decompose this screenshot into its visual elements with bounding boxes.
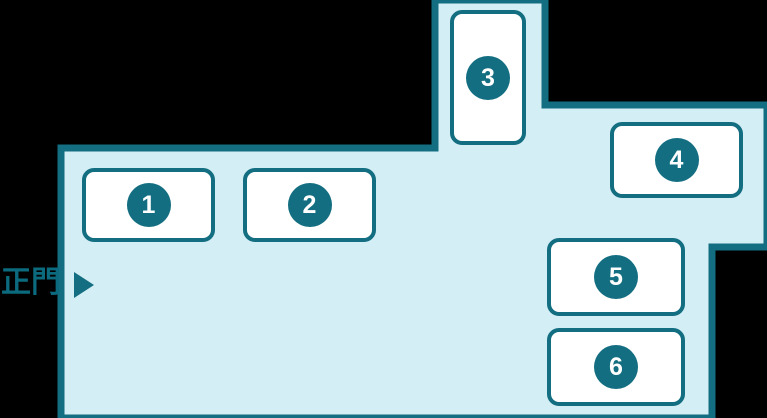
main-gate-label: 正門 bbox=[1, 266, 61, 299]
room-box-5[interactable]: 5 bbox=[547, 238, 685, 316]
room-box-1[interactable]: 1 bbox=[82, 168, 215, 242]
room-number-badge: 2 bbox=[287, 183, 332, 227]
room-box-4[interactable]: 4 bbox=[610, 122, 743, 198]
room-number-badge: 4 bbox=[654, 138, 699, 182]
room-box-2[interactable]: 2 bbox=[243, 168, 376, 242]
room-number-badge: 6 bbox=[594, 345, 638, 389]
room-number-badge: 1 bbox=[126, 183, 171, 227]
room-box-3[interactable]: 3 bbox=[450, 10, 526, 145]
room-box-6[interactable]: 6 bbox=[547, 328, 685, 406]
triangle-right-icon bbox=[74, 272, 94, 298]
room-number-badge: 3 bbox=[466, 55, 510, 100]
room-number-badge: 5 bbox=[594, 255, 638, 299]
